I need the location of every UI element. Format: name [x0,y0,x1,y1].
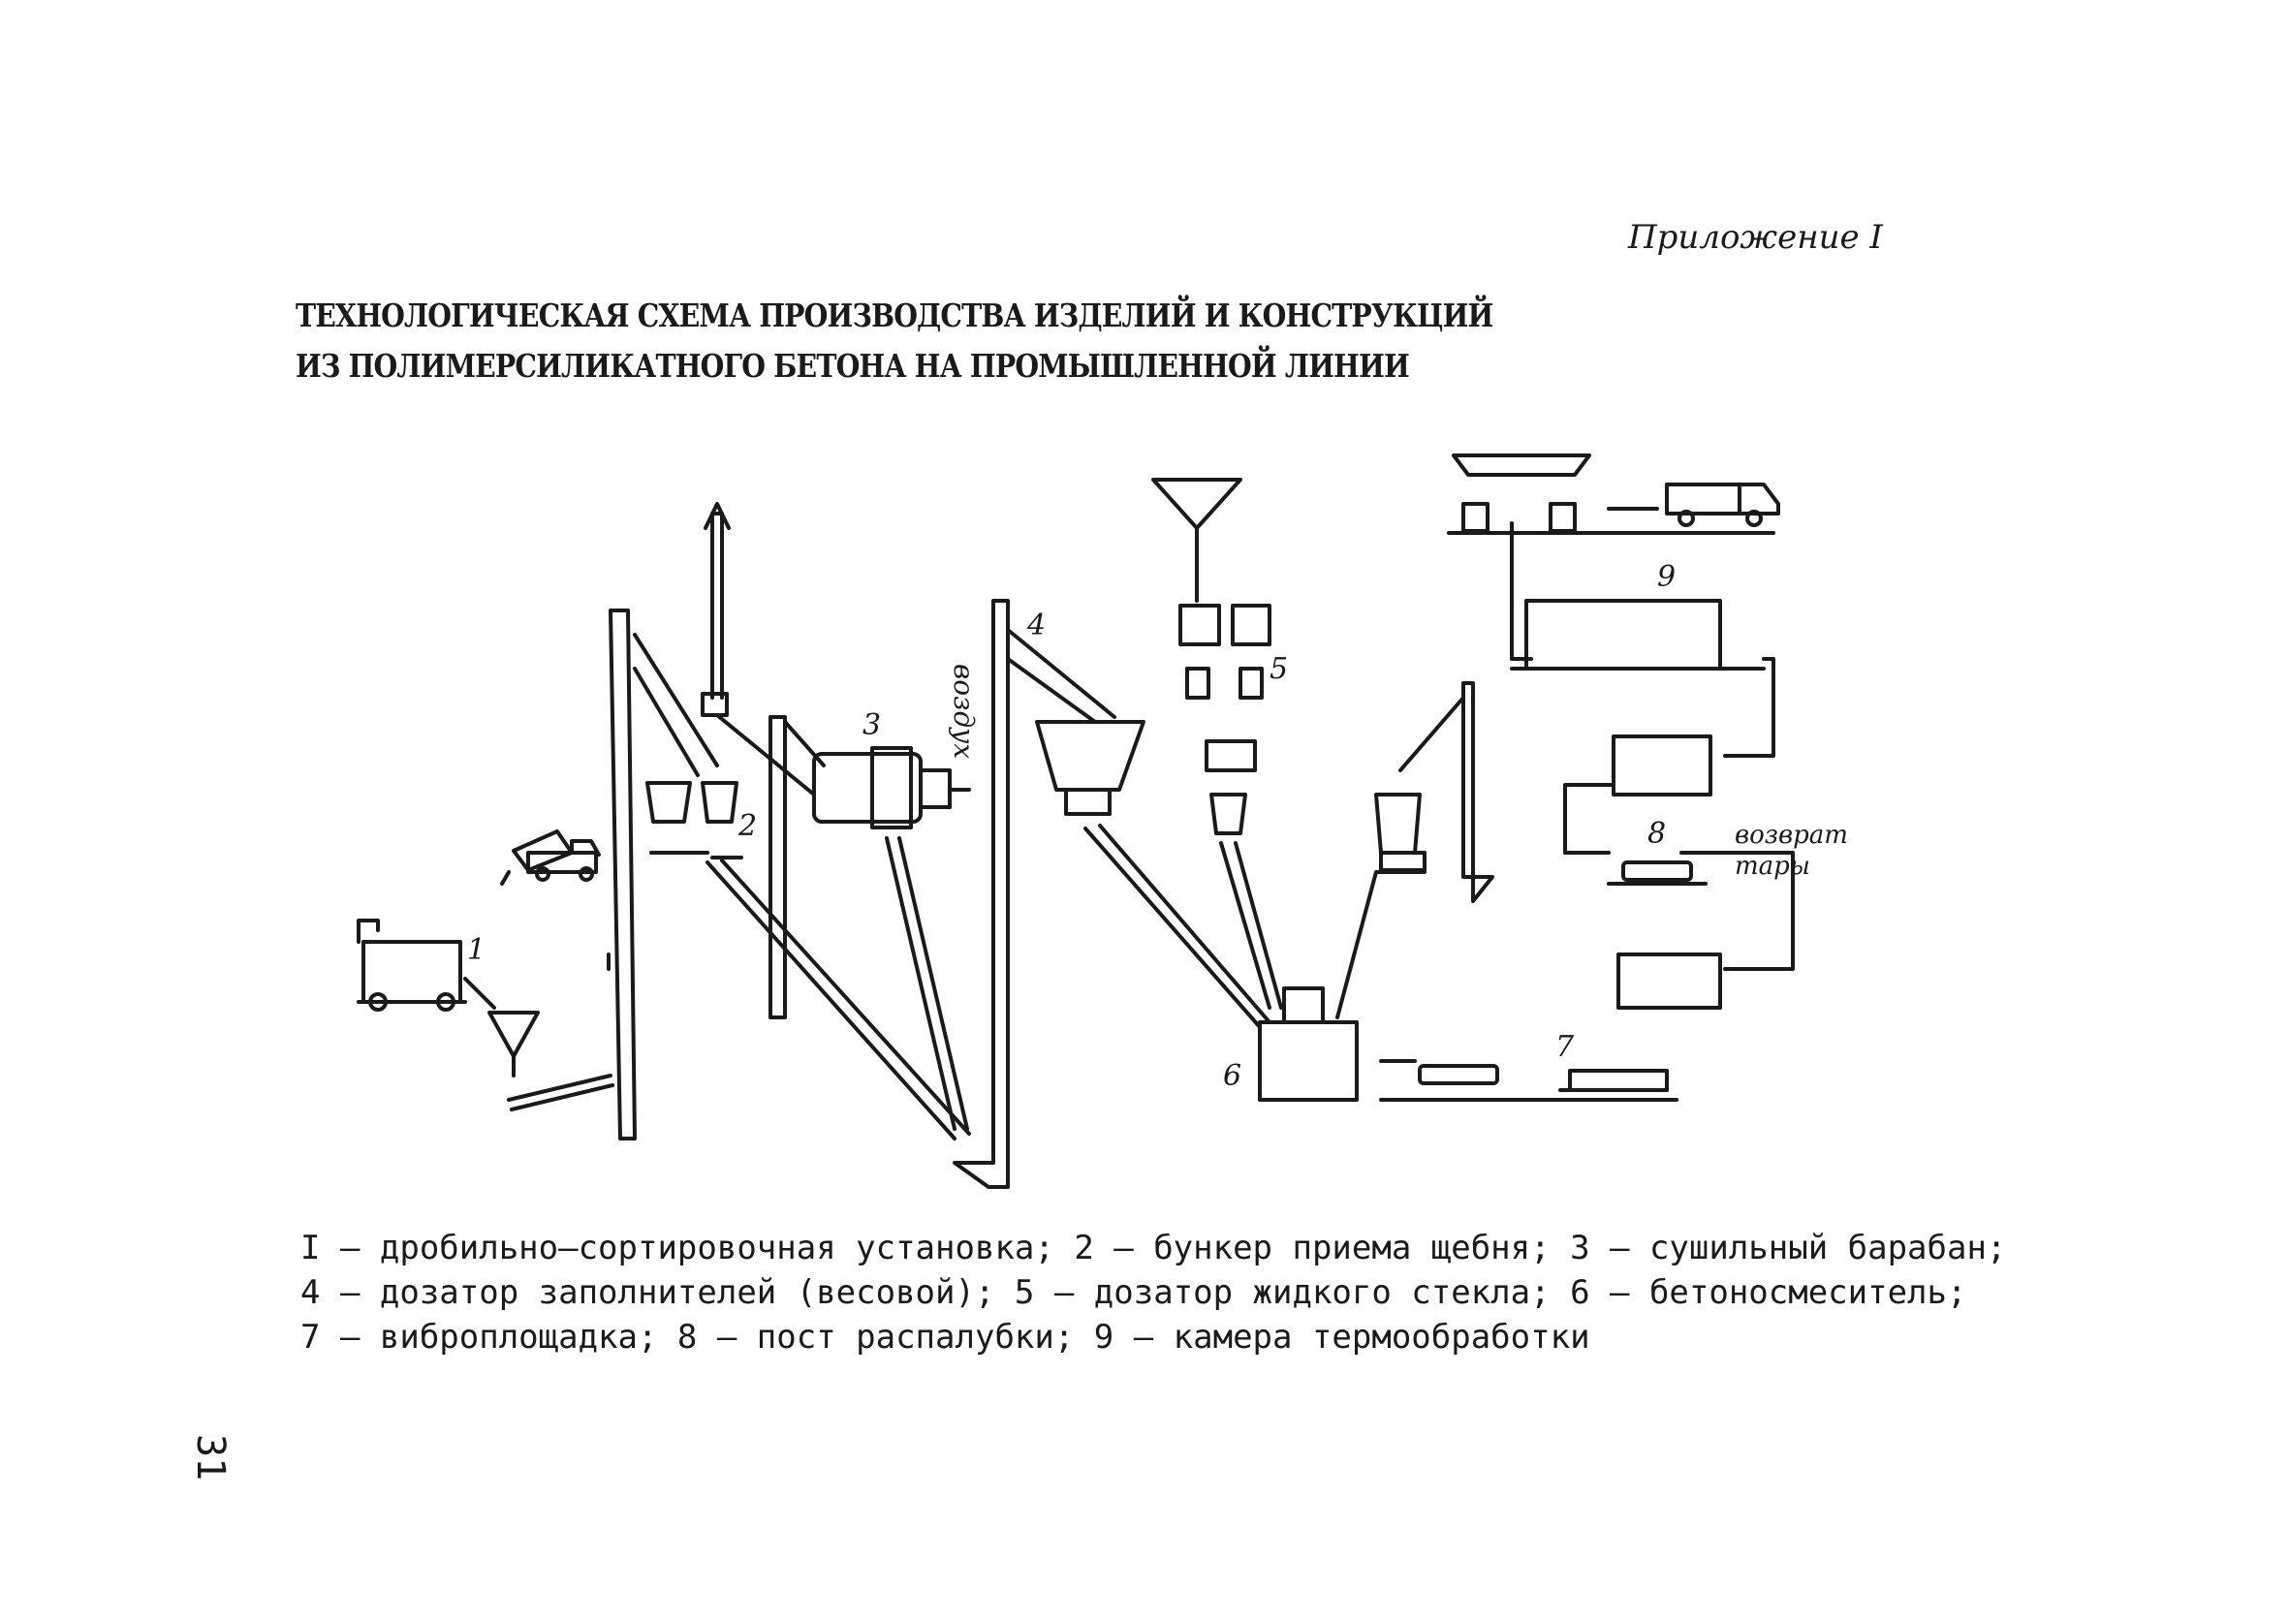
binder-silo [1335,681,1494,1019]
title-line-1: ТЕХНОЛОГИЧЕСКАЯ СХЕМА ПРОИЗВОДСТВА ИЗДЕЛ… [296,297,1493,334]
appendix-label: Приложение I [1628,218,1883,257]
product-storage [1447,453,1780,535]
bucket-elevator-3 [953,599,1116,1189]
label-4: 4 [1026,609,1046,642]
page-number: 31 [188,1434,233,1482]
stripping-post [1607,860,1708,886]
bucket-elevator-1 [607,609,719,1140]
label-6: 6 [1223,1059,1241,1093]
crusher-unit [357,919,614,1111]
gravel-bunker [645,781,743,859]
label-7: 7 [1555,1030,1575,1064]
label-3: 3 [862,708,881,742]
bucket-elevator-2 [768,715,826,1019]
aggregate-dispenser [1035,720,1271,1029]
drying-drum [812,746,971,829]
legend-line-3: 7 – виброплощадка; 8 – пост распалубки; … [300,1318,1590,1357]
label-5: 5 [1270,652,1288,686]
concrete-mixer [1258,986,1359,1102]
legend-line-1: I – дробильно–сортировочная установка; 2… [300,1229,2007,1267]
vibro-platform [1379,1059,1678,1102]
air-label: воздух [948,664,980,759]
label-1: 1 [467,933,486,967]
label-9: 9 [1657,560,1676,594]
exhaust-stack [701,502,816,796]
conveyor-to-elevator-3 [706,836,971,1140]
return-label-1: возврат [1735,821,1848,850]
heat-treatment-chamber [1510,521,1795,1010]
dump-truck-icon [500,829,601,886]
label-2: 2 [737,809,757,843]
liquid-glass-dispenser [1151,478,1283,1010]
legend: I – дробильно–сортировочная установка; 2… [300,1226,2006,1359]
title-line-2: ИЗ ПОЛИМЕРСИЛИКАТНОГО БЕТОНА НА ПРОМЫШЛЕ… [296,347,1410,385]
page-title: ТЕХНОЛОГИЧЕСКАЯ СХЕМА ПРОИЗВОДСТВА ИЗДЕЛ… [296,291,1493,391]
legend-line-2: 4 – дозатор заполнителей (весовой); 5 – … [300,1273,1967,1312]
label-8: 8 [1647,817,1666,851]
return-label-2: тары [1735,852,1810,881]
